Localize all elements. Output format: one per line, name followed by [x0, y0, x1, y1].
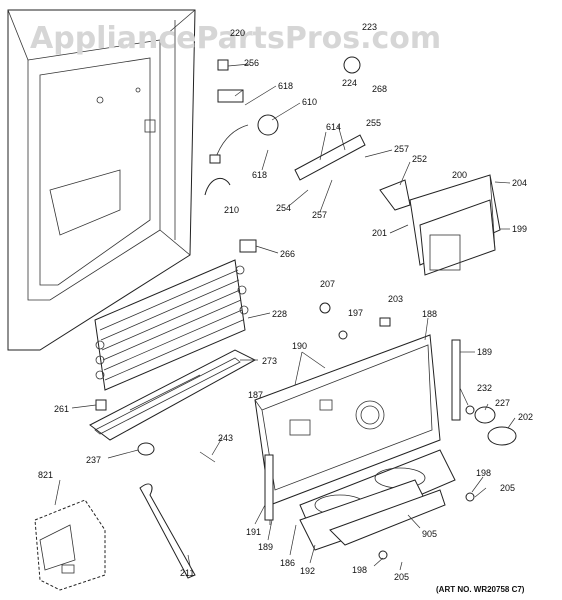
- callout-256: 256: [244, 58, 259, 68]
- callout-200: 200: [452, 170, 467, 180]
- callout-190: 190: [292, 341, 307, 351]
- gasket-strip-right: [451, 339, 461, 421]
- callout-610: 610: [302, 97, 317, 107]
- callout-189a: 189: [477, 347, 492, 357]
- callout-243: 243: [218, 433, 233, 443]
- callout-227: 227: [495, 398, 510, 408]
- part-198b: [378, 550, 388, 560]
- callout-191: 191: [246, 527, 261, 537]
- callout-197: 197: [348, 308, 363, 318]
- callout-257b: 257: [312, 210, 327, 220]
- part-202: [487, 426, 517, 446]
- clip-part: [95, 399, 107, 411]
- thermistor-210: [204, 177, 231, 196]
- callout-228: 228: [272, 309, 287, 319]
- callout-261: 261: [54, 404, 69, 414]
- part-207: [319, 302, 331, 314]
- callout-266: 266: [280, 249, 295, 259]
- bracket-266: [239, 239, 257, 253]
- callout-821: 821: [38, 470, 53, 480]
- screw-part: [199, 451, 216, 463]
- drain-tube: [139, 483, 196, 579]
- callout-187: 187: [248, 390, 263, 400]
- callout-255: 255: [366, 118, 381, 128]
- callout-188: 188: [422, 309, 437, 319]
- callout-202: 202: [518, 412, 533, 422]
- callout-192: 192: [300, 566, 315, 576]
- duct-box: [34, 499, 106, 591]
- fan-blade-252: [379, 179, 411, 211]
- callout-203: 203: [388, 294, 403, 304]
- callout-905: 905: [422, 529, 437, 539]
- callout-204: 204: [512, 178, 527, 188]
- part-198a: [465, 492, 475, 502]
- callout-199: 199: [512, 224, 527, 234]
- callout-205a: 205: [500, 483, 515, 493]
- callout-207: 207: [320, 279, 335, 289]
- art-number: (ART NO. WR20758 C7): [436, 585, 525, 594]
- kick-plate-lower: [329, 489, 446, 546]
- callout-201: 201: [372, 228, 387, 238]
- part-203: [379, 317, 391, 327]
- callout-268: 268: [372, 84, 387, 94]
- part-197: [338, 330, 348, 340]
- gasket-strip-left: [264, 454, 274, 521]
- grommet-part: [137, 442, 155, 456]
- condenser-coil: [94, 259, 249, 391]
- refrigerator-cabinet: [7, 9, 196, 351]
- fan-bracket-255: [294, 134, 366, 181]
- connector-220: [217, 59, 229, 71]
- callout-198b: 198: [352, 565, 367, 575]
- bracket-256: [217, 89, 244, 103]
- leader-lines: [54, 63, 516, 571]
- callout-232: 232: [477, 383, 492, 393]
- callout-618b: 618: [252, 170, 267, 180]
- fan-motor-assembly: [209, 114, 279, 164]
- callout-220: 220: [230, 28, 245, 38]
- part-232: [465, 405, 475, 415]
- callout-labels: 223 220 256 224 268 618 610 618 614 255 …: [38, 22, 533, 582]
- callout-257a: 257: [394, 144, 409, 154]
- callout-614: 614: [326, 122, 341, 132]
- callout-273: 273: [262, 356, 277, 366]
- callout-254: 254: [276, 203, 291, 213]
- fan-blade-224: [343, 56, 361, 74]
- watermark-text: AppliancePartsPros.com: [30, 21, 441, 56]
- callout-198a: 198: [476, 468, 491, 478]
- callout-224: 224: [342, 78, 357, 88]
- callout-211: 211: [180, 568, 194, 578]
- part-227: [474, 406, 496, 424]
- callout-618a: 618: [278, 81, 293, 91]
- callout-237: 237: [86, 455, 101, 465]
- callout-223: 223: [362, 22, 377, 32]
- callout-186: 186: [280, 558, 295, 568]
- callout-205b: 205: [394, 572, 409, 582]
- callout-210: 210: [224, 205, 239, 215]
- callout-252: 252: [412, 154, 427, 164]
- callout-189b: 189: [258, 542, 273, 552]
- evaporator-housing: [409, 174, 501, 276]
